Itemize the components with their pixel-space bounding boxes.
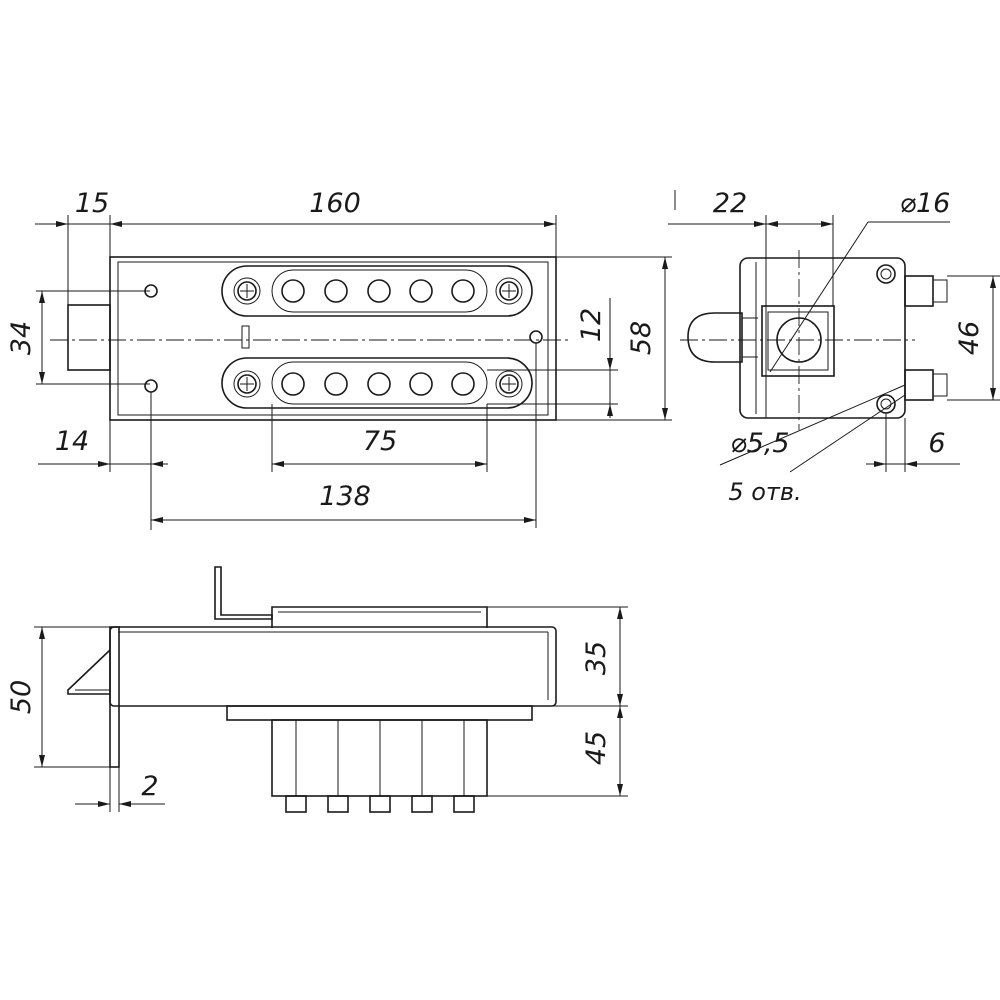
lever-handle xyxy=(214,566,273,620)
lock-body xyxy=(109,626,557,707)
button-slot-lower-inner xyxy=(271,361,488,405)
dimension-58: 58 xyxy=(556,256,672,421)
strike-plate xyxy=(109,626,120,768)
code-button xyxy=(367,372,391,396)
lock-bolt xyxy=(67,304,111,371)
button-cap xyxy=(369,795,391,813)
code-button xyxy=(451,279,475,303)
screw-icon xyxy=(233,370,261,398)
dimension-2: 2 xyxy=(75,767,165,812)
dimension-dia16: ⌀16 xyxy=(769,188,951,373)
cylinder-housing xyxy=(761,305,835,377)
button-cap xyxy=(453,795,475,813)
code-button xyxy=(324,372,348,396)
button-slot-lower xyxy=(221,357,533,409)
screw-icon xyxy=(495,277,523,305)
button-cap xyxy=(327,795,349,813)
button-stems xyxy=(295,720,465,796)
rail-lower xyxy=(904,369,934,401)
dimension-22: 22 xyxy=(668,188,834,306)
dim-34-label: 34 xyxy=(6,321,37,355)
code-buttons-lower xyxy=(281,372,475,396)
dim-58-label: 58 xyxy=(626,321,657,355)
mount-hole xyxy=(529,330,543,344)
side-body xyxy=(739,257,906,419)
dimension-138: 138 xyxy=(151,343,537,528)
dimension-6: 6 xyxy=(866,413,960,472)
dimension-160: 160 15 xyxy=(35,188,557,305)
top-view: 160 15 34 14 75 xyxy=(6,188,672,530)
key-indicator xyxy=(241,325,250,349)
code-button xyxy=(451,372,475,396)
code-button xyxy=(281,279,305,303)
dim-6-label: 6 xyxy=(928,428,945,459)
dimension-34: 34 xyxy=(6,290,150,385)
dim-5-holes-label: 5 отв. xyxy=(728,478,801,506)
dimension-14: 14 xyxy=(38,392,168,530)
dim-45-label: 45 xyxy=(581,731,612,765)
code-button xyxy=(409,279,433,303)
dim-15-label: 15 xyxy=(75,188,109,219)
latch xyxy=(67,649,111,695)
dim-22-label: 22 xyxy=(713,188,747,219)
button-cap xyxy=(285,795,307,813)
dim-50-label: 50 xyxy=(6,680,37,714)
mount-hole xyxy=(876,264,896,284)
dimension-75: 75 xyxy=(271,404,488,472)
lock-plate-inner xyxy=(117,261,549,416)
code-button xyxy=(409,372,433,396)
dim-dia5-5-label: ⌀5,5 xyxy=(730,428,789,459)
code-buttons-upper xyxy=(281,279,475,303)
code-button xyxy=(281,372,305,396)
dimension-35-45: 35 45 xyxy=(474,606,628,797)
rail-upper xyxy=(904,275,934,307)
dim-46-label: 46 xyxy=(954,321,985,355)
screw-icon xyxy=(495,370,523,398)
dim-14-label: 14 xyxy=(55,426,89,457)
dim-2-label: 2 xyxy=(141,771,158,802)
dim-12-label: 12 xyxy=(576,308,607,342)
mount-hole xyxy=(144,379,158,393)
dim-160-label: 160 xyxy=(309,188,361,219)
dimension-dia5-5: ⌀5,5 5 отв. xyxy=(719,384,906,506)
top-cover xyxy=(271,606,488,628)
button-slot-upper xyxy=(221,265,533,317)
dim-75-label: 75 xyxy=(363,426,397,457)
dimension-50: 50 xyxy=(6,626,110,768)
button-block-plate xyxy=(226,705,533,721)
dim-138-label: 138 xyxy=(319,481,371,512)
button-slot-upper-inner xyxy=(271,269,488,313)
dimension-12: 12 xyxy=(487,298,618,418)
front-view: 50 35 45 2 xyxy=(6,566,628,813)
dim-dia16-label: ⌀16 xyxy=(900,188,951,219)
side-view: 22 ⌀16 46 ⌀5,5 5 отв. 6 xyxy=(668,188,1000,506)
dim-35-label: 35 xyxy=(581,641,612,675)
button-cap xyxy=(411,795,433,813)
screw-icon xyxy=(233,277,261,305)
dimension-46: 46 xyxy=(947,275,1000,401)
code-button xyxy=(367,279,391,303)
button-caps xyxy=(285,795,475,813)
knob xyxy=(687,312,743,363)
lock-plate-outline xyxy=(109,256,557,421)
code-button xyxy=(324,279,348,303)
